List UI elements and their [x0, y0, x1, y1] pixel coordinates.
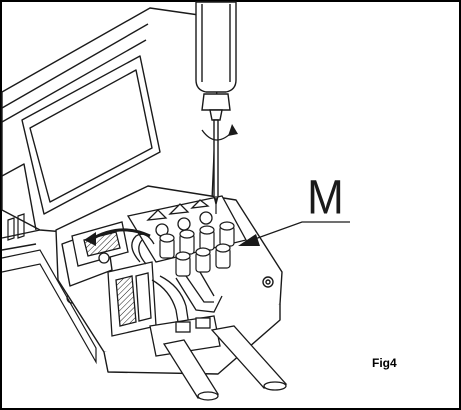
curved-arrow-head	[84, 232, 96, 246]
screwdriver	[195, 1, 237, 205]
callout-leader	[251, 221, 350, 241]
figure-caption: Fig4	[372, 356, 397, 370]
terminal-screws	[159, 221, 235, 277]
wire-bundle	[131, 233, 223, 335]
rotation-arrow-head	[228, 124, 238, 136]
cable-left	[162, 339, 220, 401]
motor-housing	[1, 7, 221, 251]
callout-label: M	[307, 170, 344, 225]
callout-arrow-head	[238, 234, 260, 246]
plug-connector	[98, 252, 157, 337]
cable-right	[210, 325, 288, 391]
